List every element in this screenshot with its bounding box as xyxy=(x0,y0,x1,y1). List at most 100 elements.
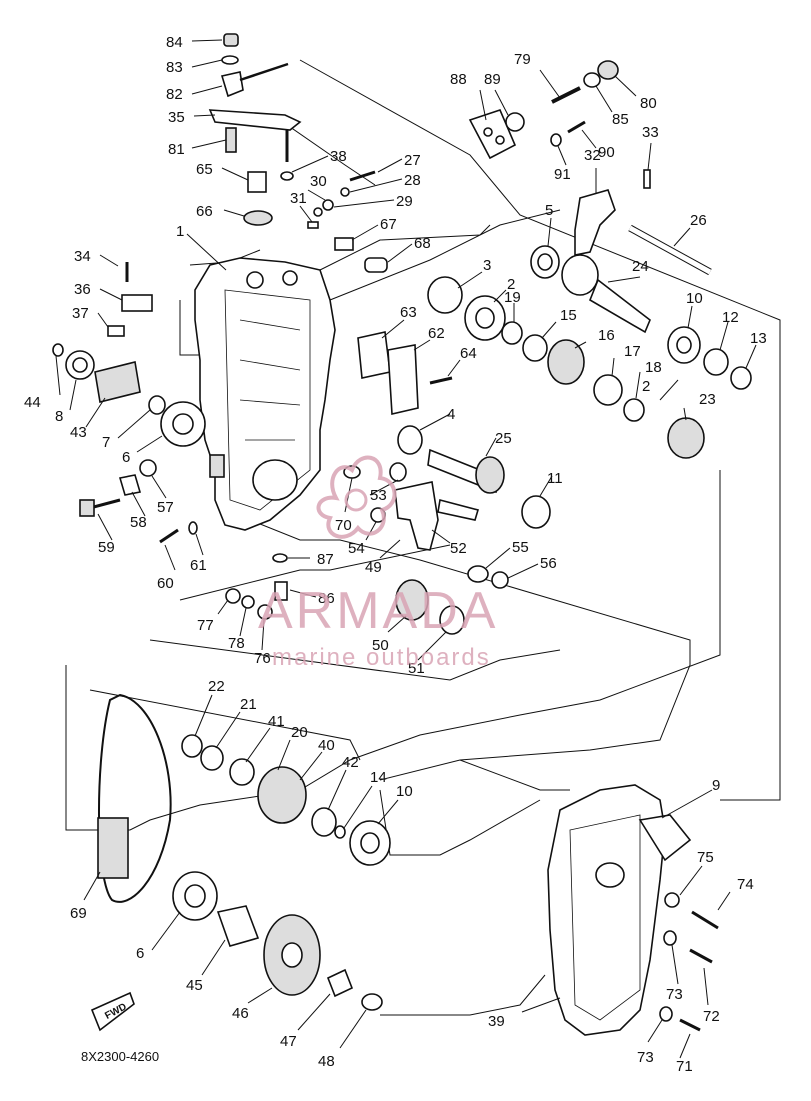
part-label: 80 xyxy=(640,95,657,112)
part-label: 79 xyxy=(514,51,531,68)
part-label: 18 xyxy=(645,359,662,376)
part-label: 63 xyxy=(400,304,417,321)
part-label: 83 xyxy=(166,59,183,76)
part-label: 43 xyxy=(70,424,87,441)
part-label: 33 xyxy=(642,124,659,141)
part-label: 65 xyxy=(196,161,213,178)
part-label: 7 xyxy=(102,434,110,451)
part-label-duplicate: 2 xyxy=(642,378,650,395)
part-label: 66 xyxy=(196,203,213,220)
part-label: 44 xyxy=(24,394,41,411)
part-label: 22 xyxy=(208,678,225,695)
part-label: 38 xyxy=(330,148,347,165)
part-label: 76 xyxy=(254,650,271,667)
part-label: 57 xyxy=(157,499,174,516)
part-label: 14 xyxy=(370,769,387,786)
part-label: 77 xyxy=(197,617,214,634)
part-label: 28 xyxy=(404,172,421,189)
part-label: 19 xyxy=(504,289,521,306)
part-label: 78 xyxy=(228,635,245,652)
part-label: 91 xyxy=(554,166,571,183)
part-label: 23 xyxy=(699,391,716,408)
part-label: 6 xyxy=(122,449,130,466)
part-label: 21 xyxy=(240,696,257,713)
part-label: 82 xyxy=(166,86,183,103)
part-label: 67 xyxy=(380,216,397,233)
part-label: 58 xyxy=(130,514,147,531)
part-label: 69 xyxy=(70,905,87,922)
part-label: 2 xyxy=(507,276,515,293)
part-label: 5 xyxy=(545,202,553,219)
part-label: 56 xyxy=(540,555,557,572)
part-label: 40 xyxy=(318,737,335,754)
part-label: 39 xyxy=(488,1013,505,1030)
part-label: 16 xyxy=(598,327,615,344)
part-label: 89 xyxy=(484,71,501,88)
part-label: 51 xyxy=(408,660,425,677)
part-label: 9 xyxy=(712,777,720,794)
part-label: 70 xyxy=(335,517,352,534)
part-label: 72 xyxy=(703,1008,720,1025)
part-label: 3 xyxy=(483,257,491,274)
watermark-logo-icon xyxy=(316,455,397,539)
part-label-duplicate: 10 xyxy=(396,783,413,800)
part-label: 26 xyxy=(690,212,707,229)
parts-shapes xyxy=(52,33,752,1032)
part-label: 88 xyxy=(450,71,467,88)
part-label: 73 xyxy=(666,986,683,1003)
part-label: 11 xyxy=(547,470,563,487)
part-label: 27 xyxy=(404,152,421,169)
part-label: 81 xyxy=(168,141,185,158)
part-label: 25 xyxy=(495,430,512,447)
forward-arrow-icon xyxy=(90,991,135,1032)
part-label: 8 xyxy=(55,408,63,425)
part-label: 90 xyxy=(598,144,615,161)
part-label: 12 xyxy=(722,309,739,326)
watermark-title: ARMADA xyxy=(258,582,498,640)
part-label: 60 xyxy=(157,575,174,592)
part-number-labels: 84 83 82 35 81 65 66 38 27 28 30 29 31 6… xyxy=(24,34,767,1075)
part-label: 48 xyxy=(318,1053,335,1070)
part-label: 15 xyxy=(560,307,577,324)
part-label: 61 xyxy=(190,557,207,574)
part-label: 84 xyxy=(166,34,183,51)
part-label: 24 xyxy=(632,258,649,275)
gearcase-housing xyxy=(194,257,336,531)
part-label: 59 xyxy=(98,539,115,556)
part-label: 13 xyxy=(750,330,767,347)
leader-lines xyxy=(55,39,757,1059)
part-label: 75 xyxy=(697,849,714,866)
part-label: 47 xyxy=(280,1033,297,1050)
part-label: 45 xyxy=(186,977,203,994)
part-label: 29 xyxy=(396,193,413,210)
part-label: 31 xyxy=(290,190,307,207)
part-label: 37 xyxy=(72,305,89,322)
part-label: 54 xyxy=(348,540,365,557)
watermark-subtitle: marine outboards xyxy=(272,644,491,671)
part-label: 42 xyxy=(342,754,359,771)
part-label: 46 xyxy=(232,1005,249,1022)
part-label: 68 xyxy=(414,235,431,252)
part-label: 64 xyxy=(460,345,477,362)
part-label: 85 xyxy=(612,111,629,128)
part-label: 50 xyxy=(372,637,389,654)
part-label: 4 xyxy=(447,406,455,423)
chain-case-cover xyxy=(547,784,692,1036)
part-label: 55 xyxy=(512,539,529,556)
part-label: 17 xyxy=(624,343,641,360)
part-label: 71 xyxy=(676,1058,693,1075)
part-label: 52 xyxy=(450,540,467,557)
part-label: 87 xyxy=(317,551,334,568)
part-label-duplicate: 6 xyxy=(136,945,144,962)
watermark: ARMADA marine outboards xyxy=(258,455,498,671)
part-label: 32 xyxy=(584,147,601,164)
part-label: 62 xyxy=(428,325,445,342)
part-label: 53 xyxy=(370,487,387,504)
part-label: 49 xyxy=(365,559,382,576)
part-label: 36 xyxy=(74,281,91,298)
part-label-duplicate: 73 xyxy=(637,1049,654,1066)
part-label: 34 xyxy=(74,248,91,265)
drawing-code: 8X2300-4260 xyxy=(81,1049,159,1064)
part-label: 86 xyxy=(318,590,335,607)
